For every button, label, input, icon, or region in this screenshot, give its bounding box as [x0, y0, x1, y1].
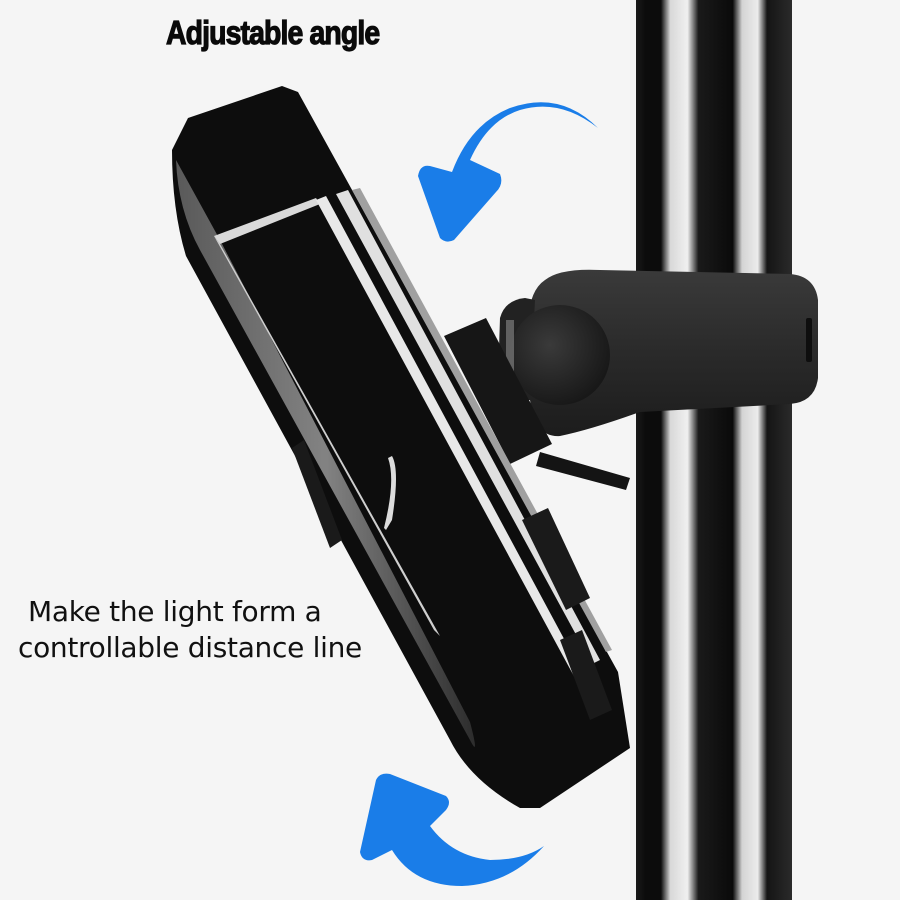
mount-bracket — [444, 318, 630, 490]
bike-pole — [636, 0, 792, 900]
tail-light-body — [172, 86, 630, 808]
curved-arrow-top-icon — [418, 102, 598, 242]
clamp-strap — [528, 269, 818, 437]
caption-line-2: controllable distance line — [18, 631, 362, 664]
feature-caption: Make the light form a controllable dista… — [18, 594, 362, 666]
curved-arrow-bottom-icon — [360, 773, 544, 886]
caption-line-1: Make the light form a — [28, 595, 322, 628]
heading-adjustable-angle: Adjustable angle — [165, 13, 380, 51]
